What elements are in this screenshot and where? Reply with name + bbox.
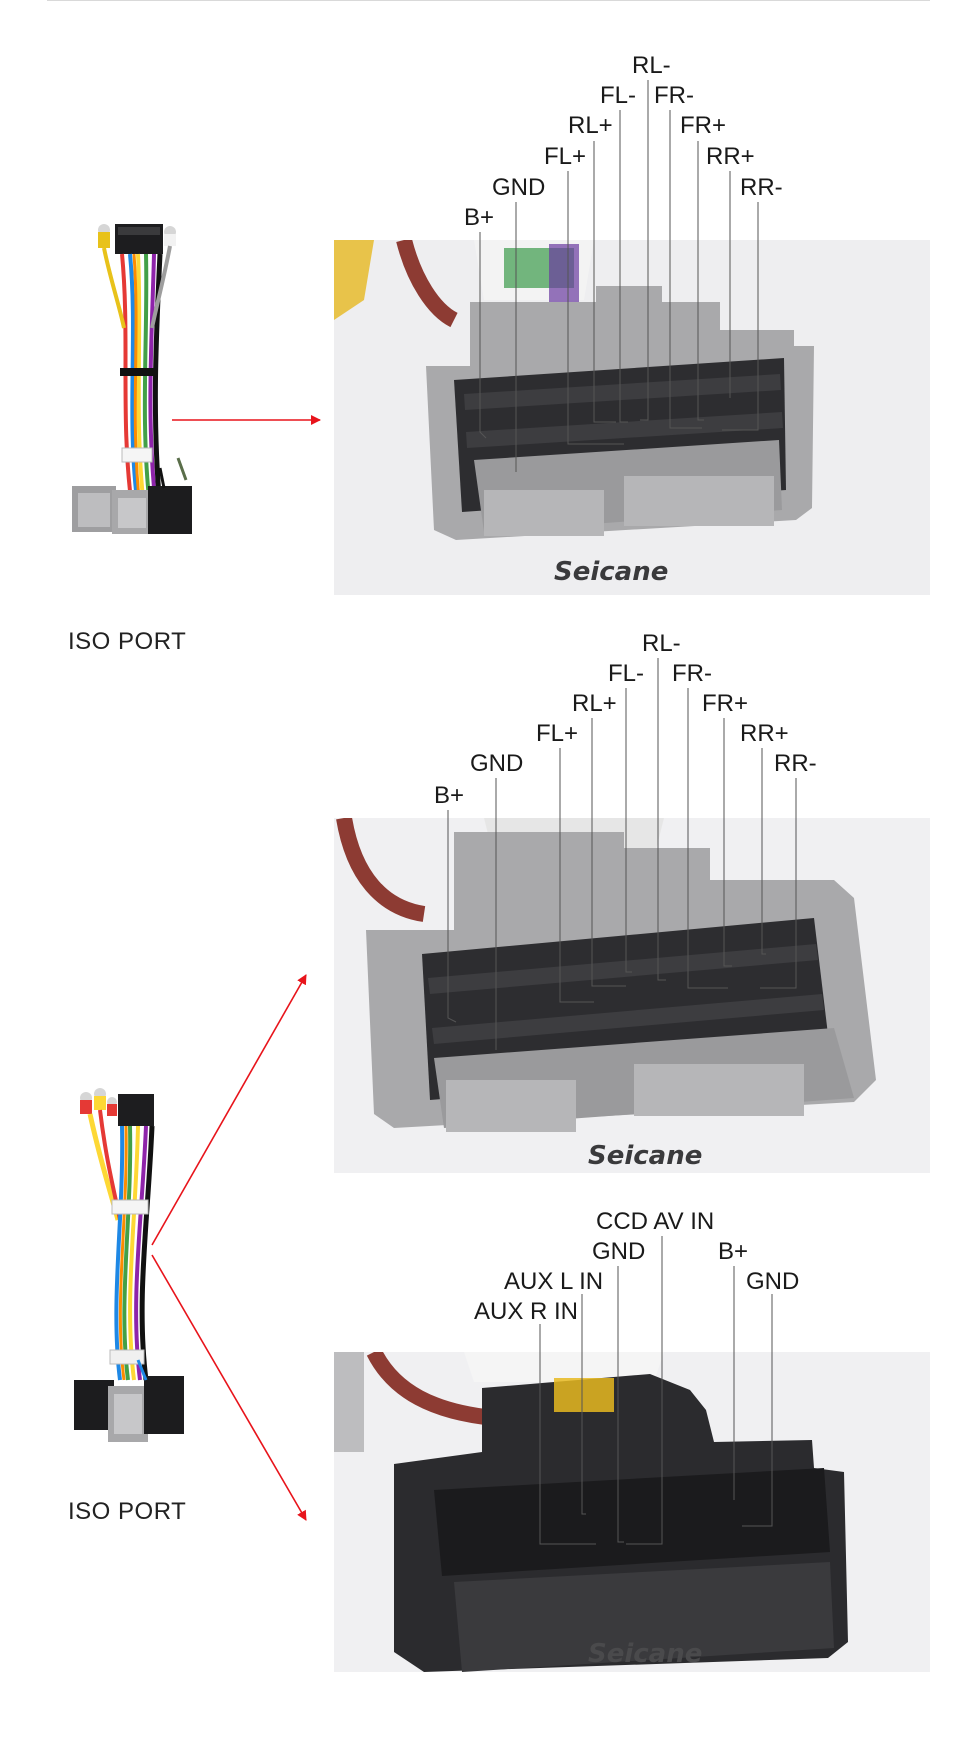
c1-pin-gnd: GND (492, 174, 546, 201)
c2-pin-fr-plus: FR+ (702, 690, 749, 717)
c3-pin-ccd-av-in: CCD AV IN (596, 1208, 715, 1235)
c1-pin-fr-minus: FR- (654, 82, 694, 109)
connector-photo-2: Seicane (334, 818, 930, 1173)
top-divider (47, 0, 930, 1)
c2-pin-rl-minus: RL- (642, 630, 681, 657)
c3-pin-gnd-left: GND (592, 1238, 646, 1265)
c2-pin-fl-plus: FL+ (536, 720, 579, 747)
c2-pin-b-plus: B+ (434, 782, 465, 809)
port-label-2: ISO PORT (68, 1498, 187, 1525)
watermark-2: Seicane (588, 1141, 702, 1171)
wire-harness-image-2 (74, 1088, 184, 1442)
c1-pin-fr-plus: FR+ (680, 112, 727, 139)
c1-pin-b-plus: B+ (464, 204, 495, 231)
c1-pin-rr-minus: RR- (740, 174, 783, 201)
c2-pin-gnd: GND (470, 750, 524, 777)
c1-pin-rl-minus: RL- (632, 52, 671, 79)
c3-pin-aux-r-in: AUX R IN (474, 1298, 579, 1325)
c2-pin-fr-minus: FR- (672, 660, 712, 687)
c2-pin-fl-minus: FL- (608, 660, 644, 687)
c1-pin-fl-plus: FL+ (544, 143, 587, 170)
c1-pin-rl-plus: RL+ (568, 112, 613, 139)
c1-pin-fl-minus: FL- (600, 82, 636, 109)
c3-pin-gnd-right: GND (746, 1268, 800, 1295)
c2-pin-rr-minus: RR- (774, 750, 817, 777)
connector-photo-3: Seicane (334, 1352, 930, 1672)
c1-pin-rr-plus: RR+ (706, 143, 755, 170)
c2-pin-rl-plus: RL+ (572, 690, 617, 717)
port-label-1: ISO PORT (68, 628, 187, 655)
watermark-1: Seicane (554, 557, 668, 587)
c3-pin-aux-l-in: AUX L IN (504, 1268, 604, 1295)
watermark-3: Seicane (588, 1639, 702, 1669)
connector-photo-1: Seicane (334, 240, 930, 595)
c3-pin-b-plus: B+ (718, 1238, 749, 1265)
wire-harness-image-1 (72, 224, 192, 534)
c2-pin-rr-plus: RR+ (740, 720, 789, 747)
